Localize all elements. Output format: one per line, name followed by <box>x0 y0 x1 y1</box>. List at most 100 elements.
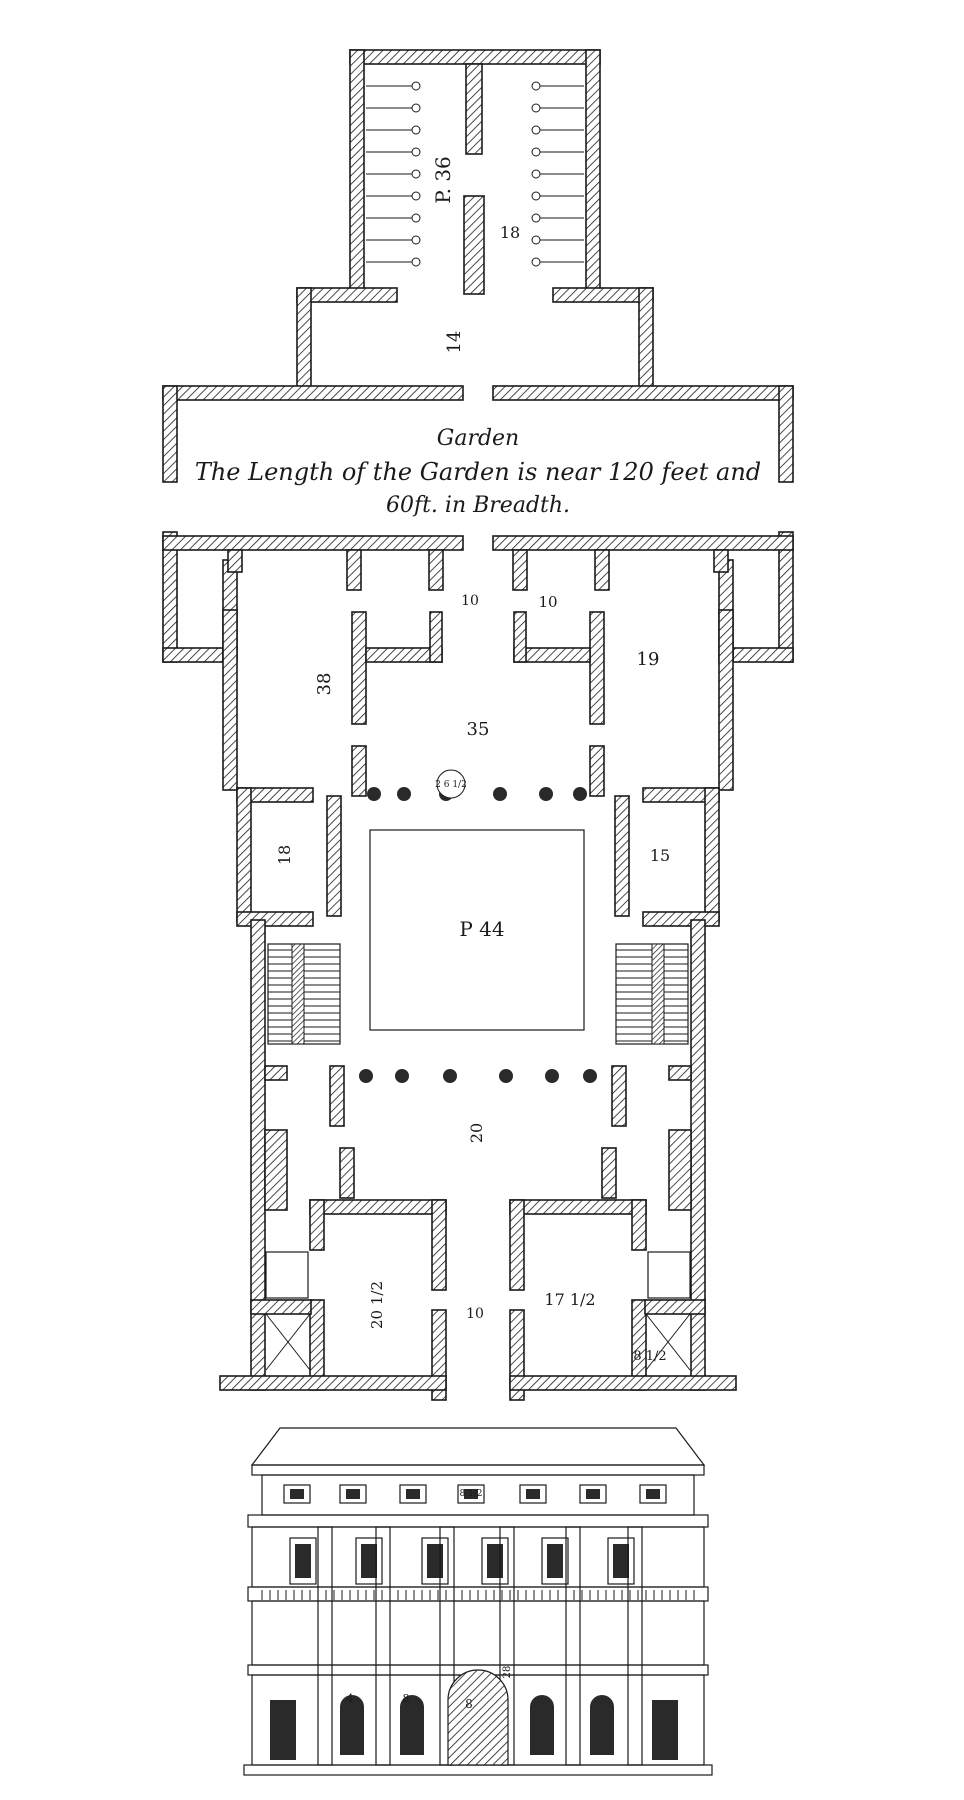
attic-window <box>639 1484 667 1504</box>
attic-window-pane <box>526 1489 540 1499</box>
attic-window <box>457 1484 485 1504</box>
attic-window-pane <box>346 1489 360 1499</box>
attic-window <box>519 1484 547 1504</box>
column <box>395 1069 409 1083</box>
column <box>545 1069 559 1083</box>
facade-column <box>317 1526 333 1766</box>
column <box>397 787 411 801</box>
label-column-note: 2 6 1/2 <box>435 780 467 790</box>
attic-window <box>283 1484 311 1504</box>
upper-window <box>355 1537 383 1585</box>
column <box>493 787 507 801</box>
label-side-left: 18 <box>275 845 294 865</box>
top-wing-column <box>531 191 541 201</box>
attic-window-pane <box>290 1489 304 1499</box>
column <box>499 1069 513 1083</box>
attic-window-pane <box>586 1489 600 1499</box>
top-wing-column <box>411 169 421 179</box>
upper-window <box>481 1537 509 1585</box>
top-wing-column <box>531 169 541 179</box>
column <box>367 787 381 801</box>
upper-window <box>541 1537 569 1585</box>
label-passage: 14 <box>444 331 465 354</box>
attic-window <box>339 1484 367 1504</box>
label-front-hall: 20 <box>467 1123 486 1143</box>
ground-arch-door <box>340 1695 364 1755</box>
ground-arch-door <box>400 1695 424 1755</box>
top-wing-column <box>531 103 541 113</box>
top-wing-column <box>531 213 541 223</box>
label-top-width: 18 <box>500 223 520 242</box>
front-block <box>219 1065 737 1401</box>
colonnade-front <box>359 1069 597 1083</box>
top-wing-column <box>531 257 541 267</box>
upper-window-pane <box>547 1544 563 1578</box>
label-elevation-door-mid: 8 <box>403 1692 410 1705</box>
label-court: P 44 <box>459 917 504 941</box>
label-elevation-arch-height: 28 <box>502 1666 513 1679</box>
labels: Garden The Length of the Garden is near … <box>195 156 761 1711</box>
upper-window <box>289 1537 317 1585</box>
garden-description-line2: 60ft. in Breadth. <box>386 493 570 518</box>
upper-window-pane <box>613 1544 629 1578</box>
front-corner-stairs <box>265 1251 691 1371</box>
attic-window-pane <box>464 1489 478 1499</box>
side-door <box>652 1700 678 1760</box>
ground-arch-door <box>590 1695 614 1755</box>
label-back-right: 19 <box>637 649 660 670</box>
label-elevation-attic: 8 1/2 <box>459 1489 482 1499</box>
staircase-right <box>615 943 689 1045</box>
top-wing-column <box>531 125 541 135</box>
attic-window <box>579 1484 607 1504</box>
facade-column <box>375 1526 391 1766</box>
upper-window-pane <box>427 1544 443 1578</box>
column <box>539 787 553 801</box>
facade-details <box>261 1484 695 1766</box>
upper-window-pane <box>487 1544 503 1578</box>
label-elevation-door-center: 8 <box>465 1697 473 1711</box>
top-wing-column <box>411 257 421 267</box>
attic-window-pane <box>646 1489 660 1499</box>
column <box>573 787 587 801</box>
top-wing-columns <box>366 81 584 267</box>
back-block <box>162 549 794 797</box>
column <box>443 1069 457 1083</box>
top-wing-column <box>411 125 421 135</box>
stair-treads <box>268 949 688 1042</box>
staircase-left <box>267 943 341 1045</box>
garden-title: Garden <box>437 426 519 451</box>
label-back-door-right: 10 <box>538 593 557 611</box>
column-detail-circle <box>436 769 466 799</box>
label-corner: 8 1/2 <box>633 1349 666 1364</box>
top-wing-column <box>411 213 421 223</box>
facade-column <box>439 1526 455 1766</box>
top-wing-column <box>531 81 541 91</box>
top-wing-column <box>411 81 421 91</box>
label-front-right: 17 1/2 <box>544 1290 595 1309</box>
upper-window-pane <box>361 1544 377 1578</box>
top-wing-column <box>411 147 421 157</box>
attic-window-pane <box>406 1489 420 1499</box>
upper-window-pane <box>295 1544 311 1578</box>
attic-window <box>399 1484 427 1504</box>
label-back-door-left: 10 <box>461 593 479 609</box>
top-wing-column <box>411 235 421 245</box>
main-arch-door <box>447 1669 509 1766</box>
upper-window <box>421 1537 449 1585</box>
colonnade-back <box>367 769 587 801</box>
court <box>369 829 585 1031</box>
column <box>359 1069 373 1083</box>
label-side-right: 15 <box>650 846 670 865</box>
top-wing-column <box>531 235 541 245</box>
garden-description-line1: The Length of the Garden is near 120 fee… <box>195 458 761 486</box>
facade-column <box>627 1526 643 1766</box>
label-entrance: 10 <box>466 1306 484 1322</box>
label-back-center: 35 <box>467 719 490 740</box>
garden-enclosure <box>162 385 794 663</box>
top-wing-column <box>531 147 541 157</box>
label-back-left: 38 <box>314 673 335 696</box>
ground-arch-door <box>530 1695 554 1755</box>
facade-column <box>565 1526 581 1766</box>
top-wing-column <box>411 191 421 201</box>
